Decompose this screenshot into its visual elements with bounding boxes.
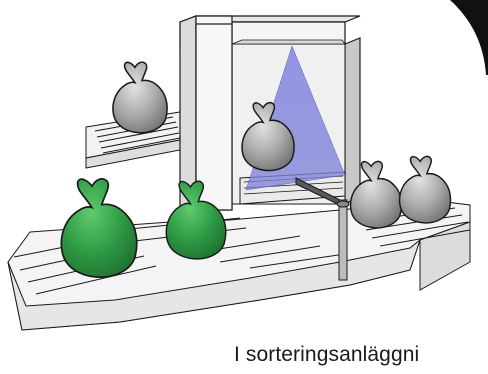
caption-text: I sorteringsanläggni: [234, 343, 419, 367]
garbage-bag-gray-icon: [400, 156, 451, 223]
garbage-bag-green-icon: [61, 179, 136, 277]
garbage-bag-gray-icon: [113, 62, 167, 133]
